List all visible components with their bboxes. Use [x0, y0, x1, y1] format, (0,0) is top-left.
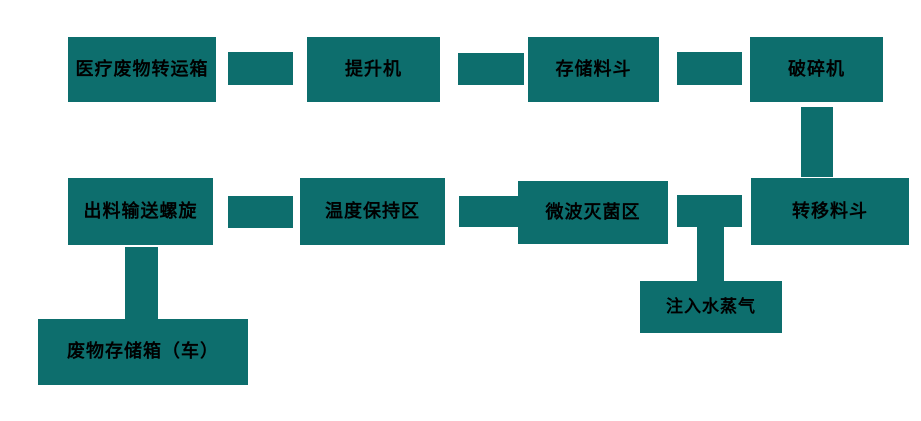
- connector-storage-hopper-to-crusher: [677, 52, 742, 85]
- connector-crusher-to-transfer-hopper: [801, 107, 833, 177]
- node-temperature-holding-zone: 温度保持区: [300, 178, 445, 245]
- connector-temperature-zone-to-discharge-screw: [228, 196, 293, 228]
- connector-transfer-box-to-hoist: [228, 52, 293, 85]
- node-crusher: 破碎机: [750, 37, 883, 102]
- node-microwave-sterilization-zone: 微波灭菌区: [518, 181, 668, 244]
- connector-discharge-screw-to-waste-storage: [125, 247, 158, 319]
- connector-steam-injection-line: [697, 227, 724, 283]
- node-medical-waste-transfer-box: 医疗废物转运箱: [68, 37, 216, 102]
- node-transfer-hopper: 转移料斗: [751, 178, 909, 245]
- connector-microwave-zone-to-temperature-zone: [459, 196, 523, 227]
- node-storage-hopper: 存储料斗: [528, 37, 659, 102]
- node-hoist: 提升机: [307, 37, 440, 102]
- node-discharge-screw-conveyor: 出料输送螺旋: [68, 178, 213, 245]
- connector-transfer-hopper-to-microwave-zone: [677, 195, 742, 227]
- node-waste-storage-box-vehicle: 废物存储箱（车）: [38, 319, 248, 385]
- connector-hoist-to-storage-hopper: [458, 53, 524, 85]
- node-steam-injection: 注入水蒸气: [640, 281, 782, 333]
